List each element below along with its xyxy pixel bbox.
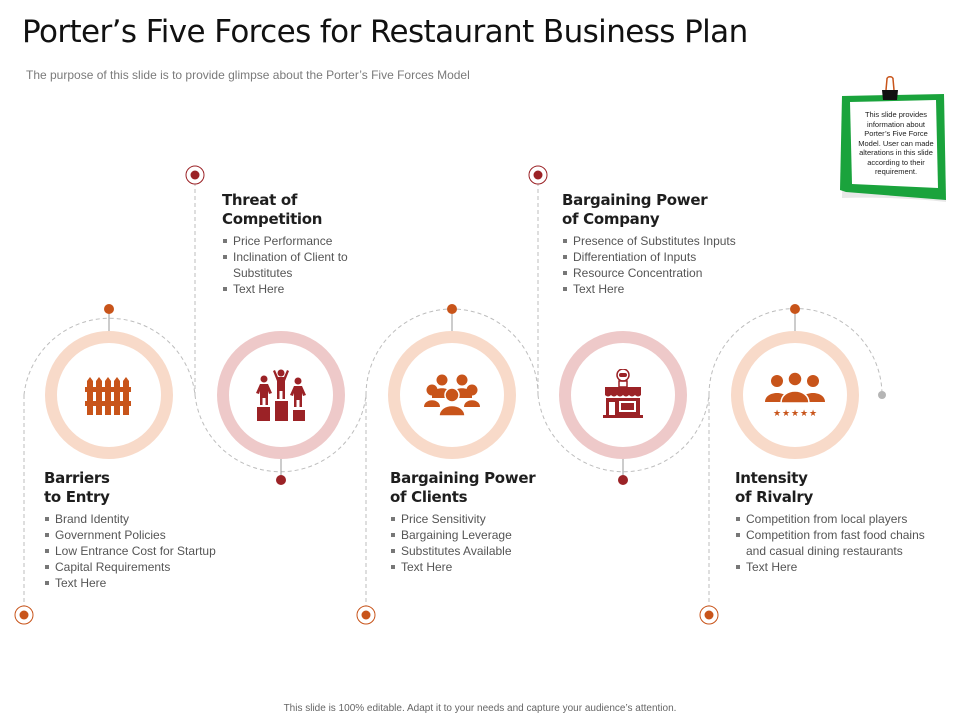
bullet-item: Inclination of Client to Substitutes bbox=[222, 249, 382, 281]
fence-icon bbox=[85, 377, 131, 415]
bullet-item: Price Sensitivity bbox=[390, 511, 560, 527]
wave-dot bbox=[104, 304, 114, 314]
force-bullet-list: Presence of Substitutes Inputs Different… bbox=[562, 233, 772, 297]
podium-winners-icon bbox=[256, 369, 306, 421]
force-bullet-list: Competition from local players Competiti… bbox=[735, 511, 935, 575]
bullet-item: Bargaining Leverage bbox=[390, 527, 560, 543]
rated-team-icon: ★★★★★ bbox=[765, 372, 825, 418]
bullet-item: Government Policies bbox=[44, 527, 254, 543]
target-marker-top bbox=[528, 165, 548, 185]
sticky-note bbox=[840, 94, 946, 202]
bullet-item: Differentiation of Inputs bbox=[562, 249, 772, 265]
svg-text:★: ★ bbox=[809, 409, 817, 418]
bullet-item: Text Here bbox=[390, 559, 560, 575]
bullet-item: Competition from fast food chains and ca… bbox=[735, 527, 935, 559]
page-title: Porter’s Five Forces for Restaurant Busi… bbox=[22, 14, 748, 50]
bullet-item: Presence of Substitutes Inputs bbox=[562, 233, 772, 249]
bullet-item: Text Here bbox=[562, 281, 772, 297]
bullet-item: Price Performance bbox=[222, 233, 382, 249]
target-marker-top bbox=[185, 165, 205, 185]
wave-dot bbox=[447, 304, 457, 314]
ring-bargaining-power-company bbox=[559, 331, 687, 459]
force-bullet-list: Brand Identity Government Policies Low E… bbox=[44, 511, 254, 591]
bullet-item: Capital Requirements bbox=[44, 559, 254, 575]
force-bullet-list: Price Performance Inclination of Client … bbox=[222, 233, 382, 297]
ring-intensity-of-rivalry: ★★★★★ bbox=[731, 331, 859, 459]
bullet-item: Text Here bbox=[735, 559, 935, 575]
svg-text:★: ★ bbox=[800, 409, 808, 418]
ring-barriers-to-entry bbox=[45, 331, 173, 459]
svg-text:★: ★ bbox=[782, 409, 790, 418]
bullet-item: Brand Identity bbox=[44, 511, 254, 527]
bullet-item: Text Here bbox=[222, 281, 382, 297]
page-subtitle: The purpose of this slide is to provide … bbox=[26, 68, 470, 82]
bullet-item: Competition from local players bbox=[735, 511, 935, 527]
bullet-item: Text Here bbox=[44, 575, 254, 591]
svg-text:★: ★ bbox=[773, 409, 781, 418]
bullet-item: Substitutes Available bbox=[390, 543, 560, 559]
bullet-item: Resource Concentration bbox=[562, 265, 772, 281]
wave-dot bbox=[790, 304, 800, 314]
force-bullet-list: Price Sensitivity Bargaining Leverage Su… bbox=[390, 511, 560, 575]
bullet-item: Low Entrance Cost for Startup bbox=[44, 543, 254, 559]
group-people-icon bbox=[424, 374, 480, 416]
ring-threat-of-competition bbox=[217, 331, 345, 459]
ring-bargaining-power-clients bbox=[388, 331, 516, 459]
sticky-note-text: This slide provides information about Po… bbox=[858, 110, 934, 176]
wave-end-dot bbox=[878, 391, 886, 399]
svg-text:★: ★ bbox=[791, 409, 799, 418]
binder-clip-icon bbox=[882, 76, 898, 100]
wave-dot bbox=[276, 475, 286, 485]
wave-dot bbox=[618, 475, 628, 485]
footer-note: This slide is 100% editable. Adapt it to… bbox=[283, 703, 677, 714]
target-marker-bottom bbox=[699, 605, 719, 625]
target-marker-bottom bbox=[14, 605, 34, 625]
target-marker-bottom bbox=[356, 605, 376, 625]
restaurant-building-icon bbox=[603, 369, 643, 418]
